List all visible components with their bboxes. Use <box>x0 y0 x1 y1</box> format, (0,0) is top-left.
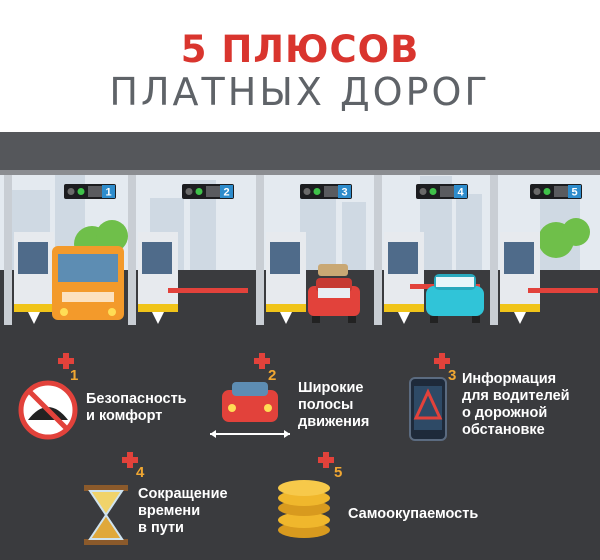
red-car-with-luggage-icon <box>308 264 360 323</box>
lane-signal-4: 4 <box>416 184 468 199</box>
toll-plaza-illustration: 1 2 3 4 5 <box>0 132 600 332</box>
lane-signal-3: 3 <box>300 184 352 199</box>
lane-signal-1: 1 <box>64 184 116 199</box>
lane-number-5: 5 <box>571 187 577 199</box>
benefit-text-5: Самоокупаемость <box>348 506 478 523</box>
benefit-line: полосы <box>298 397 354 413</box>
benefit-line: движения <box>298 414 370 430</box>
benefit-line: в пути <box>138 520 184 536</box>
phone-warning-icon <box>409 377 447 441</box>
toll-booth-5 <box>490 175 540 325</box>
cyan-car-icon <box>426 274 484 323</box>
lane-number-4: 4 <box>457 187 464 199</box>
lane-number-3: 3 <box>341 187 347 199</box>
benefit-line: Самоокупаемость <box>348 506 479 522</box>
bus-icon <box>52 246 124 320</box>
hourglass-icon <box>84 485 128 545</box>
toll-booth-3 <box>256 175 306 325</box>
benefit-number-1: 1 <box>70 367 79 384</box>
coins-icon <box>278 480 330 538</box>
no-bumps-sign-icon <box>18 380 78 440</box>
plus-icon <box>122 452 138 468</box>
benefit-line: для водителей <box>462 388 570 404</box>
plus-icon <box>58 353 74 369</box>
benefit-number-3: 3 <box>448 367 457 384</box>
plus-icon <box>434 353 450 369</box>
toll-booth-4 <box>374 175 424 325</box>
lane-signals: 1 2 3 4 5 <box>64 184 582 199</box>
benefit-line: Информация <box>462 371 557 387</box>
benefit-line: обстановке <box>462 422 545 438</box>
benefit-line: о дорожной <box>462 405 548 421</box>
lane-number-2: 2 <box>223 187 229 199</box>
lane-signal-5: 5 <box>530 184 582 199</box>
plus-icon <box>318 452 334 468</box>
red-car-icon <box>210 382 290 438</box>
benefit-number-4: 4 <box>136 464 145 481</box>
toll-booth-1 <box>4 175 54 325</box>
benefit-line: и комфорт <box>86 408 163 424</box>
toll-canopy <box>0 132 600 170</box>
benefit-number-2: 2 <box>268 367 277 384</box>
lane-number-1: 1 <box>105 187 111 199</box>
toll-booth-2 <box>128 175 178 325</box>
benefit-line: Безопасность <box>86 391 187 407</box>
plus-icon <box>254 353 270 369</box>
page-title: 5 ПЛЮСОВ <box>180 28 420 71</box>
lane-signal-2: 2 <box>182 184 234 199</box>
toll-booths <box>4 175 540 325</box>
page-subtitle: ПЛАТНЫХ ДОРОГ <box>109 70 491 114</box>
benefit-line: времени <box>138 503 201 519</box>
header: 5 ПЛЮСОВ ПЛАТНЫХ ДОРОГ <box>0 0 600 132</box>
benefit-number-5: 5 <box>334 464 343 481</box>
benefit-line: Широкие <box>298 380 364 396</box>
benefit-line: Сокращение <box>138 486 228 502</box>
